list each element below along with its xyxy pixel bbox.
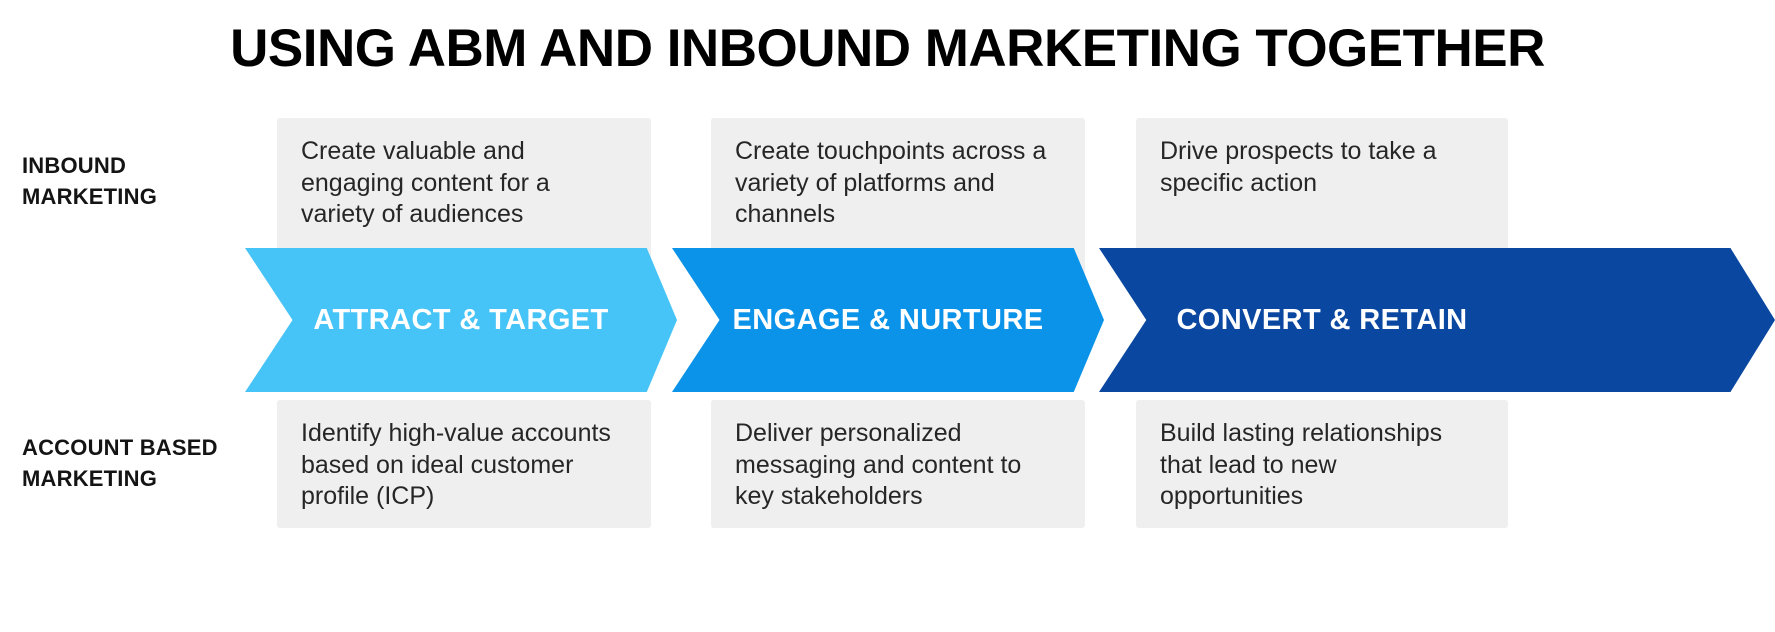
chevron-stage-2-label: ENGAGE & NURTURE (732, 303, 1044, 336)
row-label-account-based-marketing: ACCOUNT BASED MARKETING (22, 432, 282, 494)
row-label-abm-line1: ACCOUNT BASED (22, 435, 218, 460)
row-label-inbound-line1: INBOUND (22, 153, 127, 178)
abm-card-stage-2: Deliver personalized messaging and conte… (711, 400, 1085, 528)
chevron-stage-3-tail (1513, 248, 1775, 392)
page-title: USING ABM AND INBOUND MARKETING TOGETHER (230, 19, 1545, 78)
row-label-inbound-line2: MARKETING (22, 184, 158, 210)
chevron-stage-2: ENGAGE & NURTURE (672, 248, 1104, 392)
chevron-stage-3: CONVERT & RETAIN (1099, 248, 1545, 392)
chevron-stage-1-label: ATTRACT & TARGET (313, 303, 609, 336)
row-label-inbound-marketing: INBOUND MARKETING (22, 150, 282, 212)
abm-card-stage-3: Build lasting relationships that lead to… (1136, 400, 1508, 528)
chevron-stage-3-label: CONVERT & RETAIN (1176, 303, 1468, 336)
row-label-abm-line2: MARKETING (22, 466, 158, 492)
process-chevron-band: ATTRACT & TARGET ENGAGE & NURTURE CONVER… (0, 248, 1775, 392)
chevron-stage-1: ATTRACT & TARGET (245, 248, 677, 392)
abm-card-stage-1: Identify high-value accounts based on id… (277, 400, 651, 528)
